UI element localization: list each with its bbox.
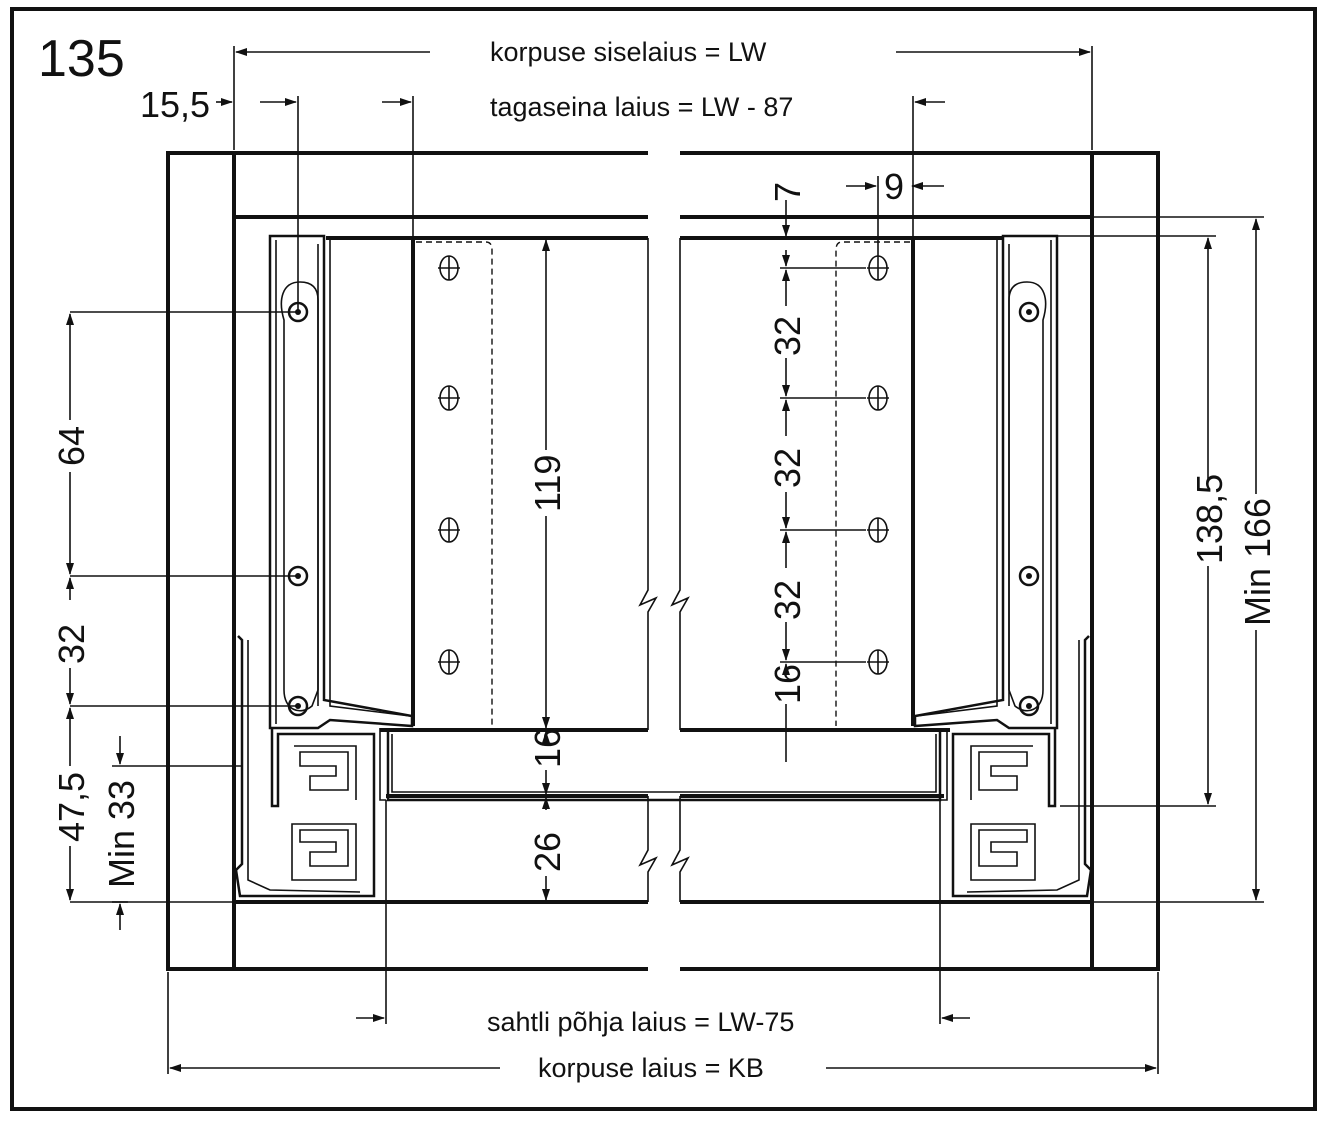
dim-47-5: 47,5 [51,772,92,842]
dim-16-right: 16 [767,664,808,704]
left-drawer-side [234,234,414,898]
dimension-labels: korpuse siselaius = LW tagaseina laius =… [51,37,1278,1083]
dim-138-5: 138,5 [1189,474,1230,564]
dim-15-5: 15,5 [140,84,210,125]
label-cabinet-width: korpuse laius = KB [538,1053,764,1083]
dim-min-33: Min 33 [101,780,142,888]
left-cabinet-wall [166,151,236,971]
dim-26: 26 [527,832,568,872]
back-panel-holes [438,255,889,675]
bottom-panel [168,900,1158,971]
figure-number: 135 [38,30,125,88]
break-marks [638,238,690,902]
dim-min-166: Min 166 [1237,498,1278,626]
right-back-panel [835,238,915,726]
dim-64: 64 [51,426,92,466]
label-back-width: tagaseina laius = LW - 87 [490,92,793,122]
label-inner-width: korpuse siselaius = LW [490,37,767,67]
dim-32-r2: 32 [767,448,808,488]
dimension-lines [66,46,1264,1074]
left-back-panel [411,238,493,726]
label-bottom-width: sahtli põhja laius = LW-75 [487,1007,794,1037]
dim-16-mid: 16 [527,728,568,768]
drawer-horizontal-lines [326,236,1002,798]
right-cabinet-wall [1090,151,1160,971]
drawing-frame [10,7,1317,1111]
left-mounting-screws [287,301,309,717]
dim-9: 9 [884,166,904,207]
dim-119: 119 [527,455,568,512]
drawer-bottom-tray [386,730,942,802]
dim-32-r1: 32 [767,316,808,356]
dim-32-left: 32 [51,624,92,664]
top-panel [168,151,1158,219]
dim-7: 7 [767,182,808,202]
dim-32-r3: 32 [767,580,808,620]
